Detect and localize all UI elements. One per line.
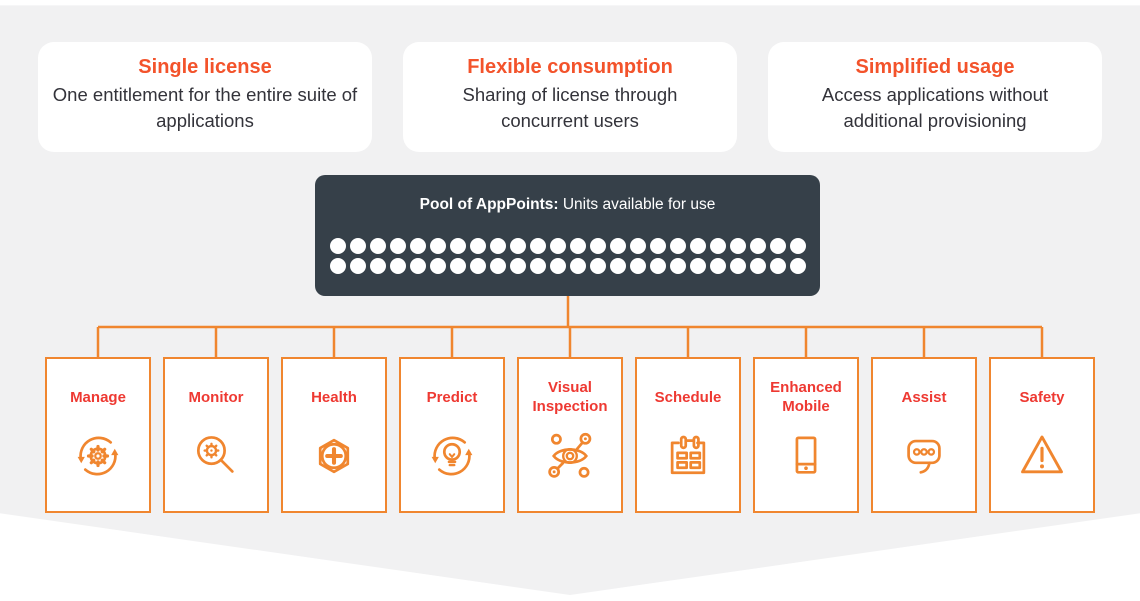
appoint-dot <box>389 238 406 254</box>
appoint-dot <box>629 258 646 274</box>
app-label: Manage <box>70 388 126 406</box>
app-label: Schedule <box>654 388 722 406</box>
benefit-cards-row: Single license One entitlement for the e… <box>38 42 1102 152</box>
app-label: Monitor <box>188 388 244 406</box>
app-box-manage: Manage <box>45 357 151 513</box>
appoint-dot <box>549 258 566 274</box>
appoint-dot <box>569 238 586 254</box>
appoint-dot <box>329 238 346 254</box>
card-description: One entitlement for the entire suite of … <box>52 84 358 131</box>
appoint-dot <box>489 258 506 274</box>
appoint-dot <box>349 258 366 274</box>
warning-triangle-icon <box>1013 427 1071 485</box>
card-title: Flexible consumption <box>467 56 673 78</box>
appoint-dot <box>369 238 386 254</box>
card-title: Simplified usage <box>855 56 1015 78</box>
appoint-dot <box>669 258 686 274</box>
appoint-dot <box>429 258 446 274</box>
appoint-dot <box>789 258 806 274</box>
appoint-dot <box>449 238 466 254</box>
gear-sync-icon <box>69 427 127 485</box>
app-box-enhanced-mobile: Enhanced Mobile <box>753 357 859 513</box>
appoint-dot <box>509 238 526 254</box>
gear-magnifier-icon <box>187 427 245 485</box>
appoint-dot <box>669 238 686 254</box>
app-box-safety: Safety <box>989 357 1095 513</box>
appoint-dot <box>529 258 546 274</box>
app-box-schedule: Schedule <box>635 357 741 513</box>
app-label: Assist <box>901 388 947 406</box>
app-label: Health <box>311 388 357 406</box>
appoint-dot <box>629 238 646 254</box>
appoint-dot <box>609 238 626 254</box>
app-box-predict: Predict <box>399 357 505 513</box>
app-label: Visual Inspection <box>532 379 608 415</box>
appoint-dot <box>709 238 726 254</box>
appoint-dot <box>329 258 346 274</box>
appoint-dot <box>769 238 786 254</box>
appoint-dot <box>609 258 626 274</box>
appoints-dot-row <box>329 238 806 254</box>
appoint-dot <box>789 238 806 254</box>
appoint-dot <box>469 238 486 254</box>
appoint-dot <box>689 238 706 254</box>
card-description: Sharing of license through concurrent us… <box>462 84 678 131</box>
appoint-dot <box>409 258 426 274</box>
app-box-monitor: Monitor <box>163 357 269 513</box>
appoint-dot <box>429 238 446 254</box>
benefit-card-simplified-usage: Simplified usage Access applications wit… <box>768 42 1102 152</box>
hexagon-plus-icon <box>305 427 363 485</box>
benefit-card-flexible-consumption: Flexible consumption Sharing of license … <box>403 42 737 152</box>
appoint-dot <box>509 258 526 274</box>
appoint-dot <box>729 238 746 254</box>
app-label: Enhanced Mobile <box>770 379 842 415</box>
appoint-dot <box>549 238 566 254</box>
apppoints-pool-panel: Pool of AppPoints: Units available for u… <box>315 175 820 296</box>
chat-bubble-icon <box>895 427 953 485</box>
app-label: Predict <box>426 388 478 406</box>
appoint-dot <box>709 258 726 274</box>
appoint-dot <box>449 258 466 274</box>
appoint-dot <box>649 238 666 254</box>
appoints-dots <box>329 238 806 274</box>
app-boxes-row: Manage Moni <box>45 357 1095 513</box>
card-title: Single license <box>138 56 272 78</box>
appoint-dot <box>689 258 706 274</box>
pool-title: Pool of AppPoints: Units available for u… <box>420 195 716 215</box>
app-box-health: Health <box>281 357 387 513</box>
appoint-dot <box>529 238 546 254</box>
appoint-dot <box>749 258 766 274</box>
appoint-dot <box>589 258 606 274</box>
appoint-dot <box>469 258 486 274</box>
appoint-dot <box>389 258 406 274</box>
appoint-dot <box>649 258 666 274</box>
appoints-dot-row <box>329 258 806 274</box>
eye-network-icon <box>541 427 599 485</box>
appoint-dot <box>489 238 506 254</box>
card-description: Access applications without additional p… <box>821 84 1049 131</box>
app-box-assist: Assist <box>871 357 977 513</box>
appoint-dot <box>369 258 386 274</box>
appoint-dot <box>729 258 746 274</box>
pool-title-rest: Units available for use <box>558 196 716 213</box>
appoint-dot <box>569 258 586 274</box>
bulb-sync-icon <box>423 427 481 485</box>
app-label: Safety <box>1019 388 1065 406</box>
appoint-dot <box>769 258 786 274</box>
appoint-dot <box>749 238 766 254</box>
calendar-icon <box>659 427 717 485</box>
benefit-card-single-license: Single license One entitlement for the e… <box>38 42 372 152</box>
app-box-visual-inspection: Visual Inspection <box>517 357 623 513</box>
appoint-dot <box>409 238 426 254</box>
appoint-dot <box>349 238 366 254</box>
smartphone-icon <box>777 427 835 485</box>
pool-title-bold: Pool of AppPoints: <box>419 196 559 213</box>
appoint-dot <box>589 238 606 254</box>
